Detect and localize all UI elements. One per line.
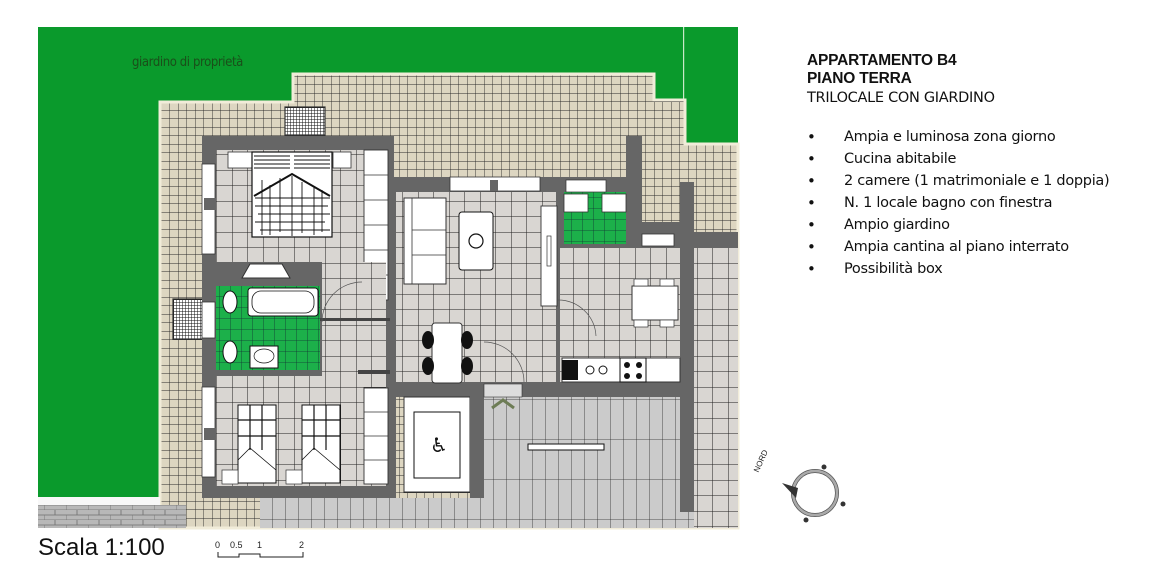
room-laundry [563,179,627,244]
scale-label: Scala 1:100 [38,534,165,561]
armchair [241,263,291,279]
apartment-type: TRILOCALE CON GIARDINO [807,90,995,106]
floor-label: PIANO TERRA [807,70,912,87]
scale-bar [217,552,304,558]
feature-item: Possibilità box [807,258,1109,280]
vent-grille-left [172,298,204,340]
elevator-cabin [413,411,461,479]
room-second-bedroom [216,376,389,486]
entrance-chevron-icon [491,398,515,410]
bullet-icon [807,236,817,259]
stove [619,357,647,383]
feature-item: Cucina abitabile [807,148,1109,170]
plant-icon [468,233,484,249]
common-area: ♿ [260,248,738,528]
feature-list: Ampia e luminosa zona giorno Cucina abit… [807,126,1110,280]
garden-label: giardino di proprietà [132,55,243,70]
bidet [222,340,238,364]
bullet-icon [807,126,817,149]
single-bed [301,404,341,484]
vent-grille-top [284,106,326,136]
dining-table [431,322,463,384]
apartment-info: APPARTAMENTO B4 PIANO TERRA TRILOCALE CO… [807,52,1110,280]
bullet-icon [807,148,817,171]
sofa [403,197,447,285]
wheelchair-accessibility-icon: ♿ [430,433,448,457]
feature-item: Ampio giardino [807,214,1109,236]
single-bed [237,404,277,484]
scale-tick: 1 [257,540,263,550]
apartment-title: APPARTAMENTO B4 [807,52,957,69]
bullet-icon [807,258,817,281]
room-living [396,176,558,384]
feature-item: 2 camere (1 matrimoniale e 1 doppia) [807,170,1110,193]
feature-item: Ampia e luminosa zona giorno [807,126,1109,148]
room-bathroom [216,286,320,370]
feature-item: Ampia cantina al piano interrato [807,236,1109,258]
scale-tick: 0 [215,540,221,550]
kitchen-table [631,285,679,321]
scale-tick: 0.5 [230,540,243,550]
stair-handrail [527,443,605,451]
bullet-icon [807,214,817,237]
scale-tick: 2 [299,540,305,550]
feature-item: N. 1 locale bagno con finestra [807,192,1109,214]
compass-north-icon [782,464,846,523]
window [201,301,216,339]
room-kitchen [557,233,681,383]
bullet-icon [807,170,817,193]
hallway [322,262,386,382]
toilet [222,290,238,314]
bullet-icon [807,192,817,215]
